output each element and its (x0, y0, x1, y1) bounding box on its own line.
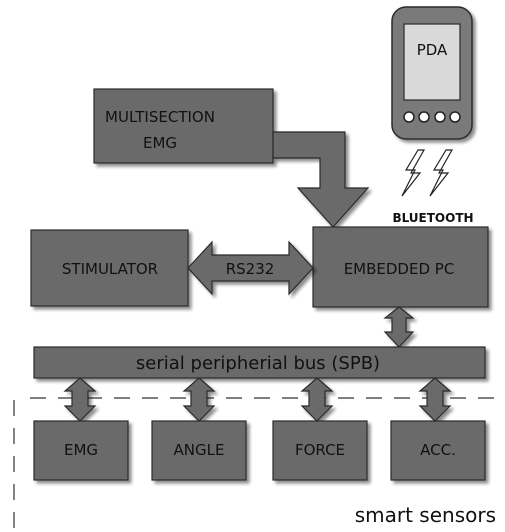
rs232-double-arrow (187, 240, 314, 296)
pda-device[interactable] (391, 6, 473, 140)
serial-peripheral-bus (33, 346, 486, 379)
bluetooth-label: BLUETOOTH (392, 211, 473, 225)
stimulator-block (30, 229, 189, 307)
pda-label: PDA (417, 41, 448, 59)
rs232-label: RS232 (226, 260, 275, 278)
circle-icon[interactable] (418, 111, 430, 123)
pda-buttons (403, 111, 461, 123)
circle-icon[interactable] (403, 111, 415, 123)
force-sensor-label: FORCE (295, 441, 345, 459)
bus-label: serial peripherial bus (SPB) (136, 353, 380, 374)
embedded-pc-label: EMBEDDED PC (344, 260, 455, 278)
multisection-emg-label-line1: MULTISECTION (105, 108, 215, 126)
bus-to-angle-arrow (182, 377, 216, 422)
bus-to-sensor-arrows (63, 377, 452, 422)
force-sensor-block (272, 420, 368, 481)
acc-sensor-label: ACC. (420, 441, 456, 459)
emg-sensor-block (33, 420, 129, 481)
circle-icon[interactable] (434, 111, 446, 123)
emg-to-pc-arrow (272, 131, 370, 228)
stimulator-label: STIMULATOR (62, 260, 158, 278)
angle-sensor-label: ANGLE (174, 441, 225, 459)
acc-sensor-block (390, 420, 486, 481)
emg-sensor-label: EMG (64, 441, 98, 459)
circle-icon[interactable] (449, 111, 461, 123)
pc-to-bus-arrow (383, 306, 415, 348)
sensor-blocks (33, 420, 486, 481)
lightning-bolt-icon (401, 149, 454, 197)
embedded-pc-block (312, 226, 489, 308)
multisection-emg-block (93, 88, 274, 164)
bus-to-emg-arrow (63, 377, 97, 422)
smart-sensors-label: smart sensors (355, 503, 496, 527)
multisection-emg-label-line2: EMG (143, 134, 177, 152)
bus-to-force-arrow (300, 377, 334, 422)
bus-to-acc-arrow (418, 377, 452, 422)
angle-sensor-block (151, 420, 247, 481)
